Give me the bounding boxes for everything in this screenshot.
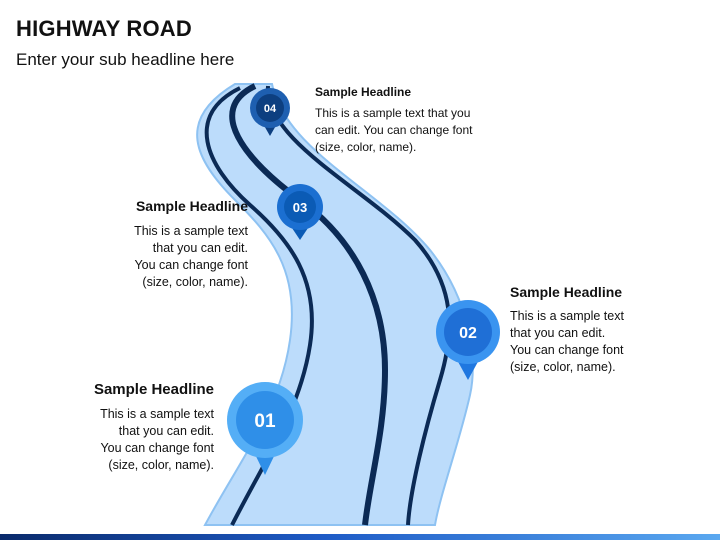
milestone-body-line: (size, color, name). [315,140,417,154]
milestone-text-01: Sample Headline This is a sample text th… [54,381,214,474]
lane-line-right [265,85,452,526]
milestone-headline-04: Sample Headline [315,85,412,99]
milestone-number-02: 02 [459,325,477,342]
milestone-body-03: This is a sample text that you can edit.… [98,223,248,291]
milestone-headline-03: Sample Headline [135,198,248,214]
milestone-body-line: This is a sample text [100,407,214,421]
milestone-body-02: This is a sample text that you can edit.… [510,308,700,376]
milestone-body-line: This is a sample text that you [315,106,471,120]
milestone-text-04: Sample Headline This is a sample text th… [315,85,545,156]
milestone-body-04: This is a sample text that you can edit.… [315,105,545,156]
bottom-accent-bar [0,534,720,540]
page-title: HIGHWAY ROAD [16,16,192,41]
milestone-number-01: 01 [254,411,276,432]
milestone-body-01: This is a sample text that you can edit.… [54,406,214,474]
milestone-body-line: that you can edit. [510,326,606,340]
road-surface [196,83,474,526]
milestone-body-line: (size, color, name). [142,275,248,289]
milestone-body-line: that you can edit. [118,424,214,438]
milestone-marker-04: 04 [250,88,290,136]
page-subtitle: Enter your sub headline here [16,50,235,69]
milestone-body-line: This is a sample text [510,309,624,323]
milestone-marker-02: 02 [436,300,500,380]
milestone-body-line: can edit. You can change font [315,123,473,137]
milestone-number-04: 04 [264,103,277,115]
milestone-body-line: (size, color, name). [108,458,214,472]
milestone-body-line: You can change font [100,441,214,455]
milestone-text-02: Sample Headline This is a sample text th… [510,284,700,376]
milestone-marker-03: 03 [277,184,323,240]
milestone-body-line: You can change font [510,343,624,357]
lane-line-center [229,83,389,526]
milestone-marker-01: 01 [227,382,303,475]
milestone-body-line: You can change font [134,258,248,272]
milestone-body-line: This is a sample text [134,224,248,238]
milestone-headline-02: Sample Headline [510,284,623,300]
milestone-body-line: that you can edit. [152,241,248,255]
milestone-text-03: Sample Headline This is a sample text th… [98,198,248,291]
milestone-number-03: 03 [293,200,307,215]
milestone-body-line: (size, color, name). [510,360,616,374]
milestone-headline-01: Sample Headline [93,381,214,398]
